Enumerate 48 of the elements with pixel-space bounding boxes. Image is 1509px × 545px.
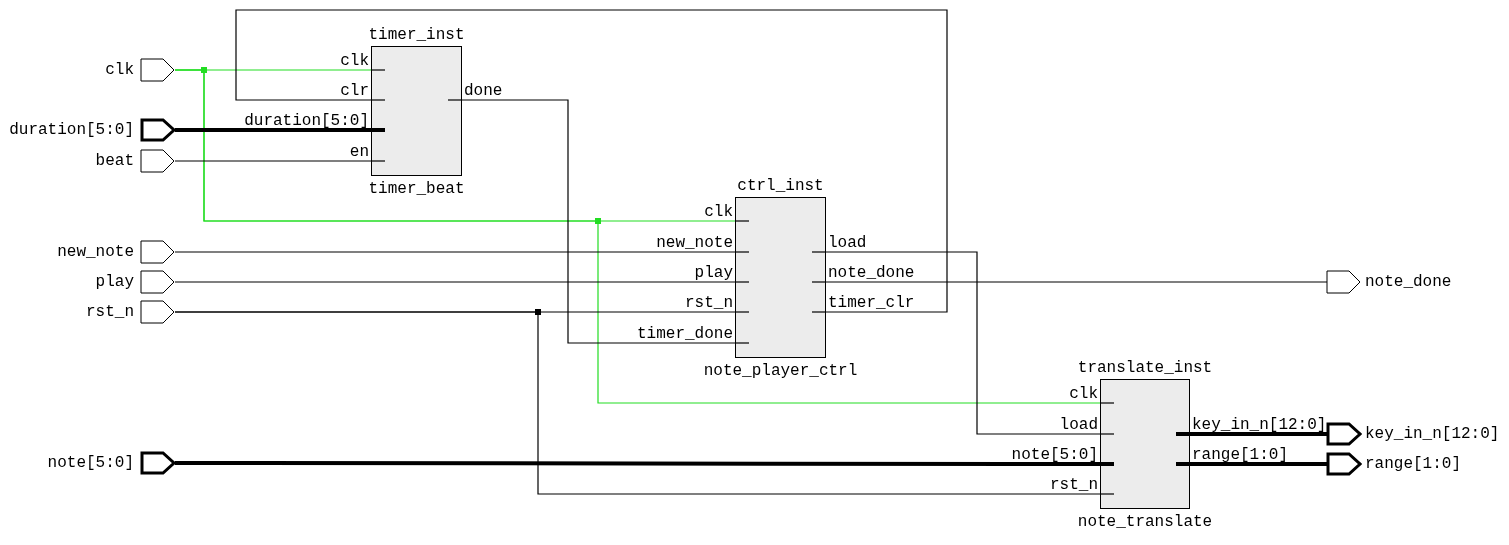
pin-name: duration[5:0]	[244, 112, 369, 130]
pin-name: clk	[704, 203, 733, 221]
port-name: new_note	[57, 242, 134, 262]
pin-name: load	[828, 234, 867, 252]
port-name: duration[5:0]	[9, 120, 134, 140]
pin-name: clk	[340, 52, 369, 70]
instance-name: translate_inst	[1077, 359, 1213, 377]
wire	[174, 281, 736, 283]
pin-name: clr	[340, 82, 369, 100]
pin-name: clk	[1069, 385, 1098, 403]
port-name: play	[95, 272, 134, 292]
pin-name: load	[1059, 416, 1098, 434]
pin-name: note[5:0]	[1011, 446, 1098, 464]
bus-wire	[1190, 432, 1327, 436]
module-name: timer_beat	[368, 180, 465, 198]
pin-name: done	[464, 82, 503, 100]
wire	[174, 251, 736, 253]
pin-name: en	[349, 143, 369, 161]
instance-name: timer_inst	[368, 26, 465, 44]
wire	[174, 311, 1101, 495]
port-name: key_in_n[12:0]	[1365, 424, 1500, 444]
port-name: beat	[95, 151, 134, 171]
bus-wire	[175, 461, 1100, 466]
pin-name: note_done	[828, 264, 915, 282]
pin-name: rst_n	[1050, 476, 1098, 494]
module-name: note_translate	[1077, 513, 1213, 531]
port-name: rst_n	[86, 302, 134, 322]
wire	[825, 251, 1101, 435]
port-name: note[5:0]	[47, 453, 134, 473]
wire	[174, 160, 372, 162]
port-name: note_done	[1365, 272, 1452, 292]
pin-name: key_in_n[12:0]	[1192, 416, 1327, 434]
wire	[235, 9, 948, 313]
pin-name: new_note	[656, 234, 733, 252]
wire	[174, 69, 1101, 404]
module-name: note_player_ctrl	[703, 362, 858, 380]
pin-name: rst_n	[685, 294, 733, 312]
pin-name: timer_done	[637, 325, 733, 343]
pin-name: timer_clr	[828, 294, 915, 312]
pin-name: range[1:0]	[1192, 446, 1288, 464]
wire	[825, 281, 1328, 283]
instance-name: ctrl_inst	[737, 177, 824, 195]
wire	[461, 99, 736, 344]
port-name: clk	[105, 60, 134, 80]
bus-wire	[175, 128, 371, 132]
bus-wire	[1190, 462, 1327, 466]
port-name: range[1:0]	[1365, 454, 1461, 474]
pin-name: play	[694, 264, 733, 282]
